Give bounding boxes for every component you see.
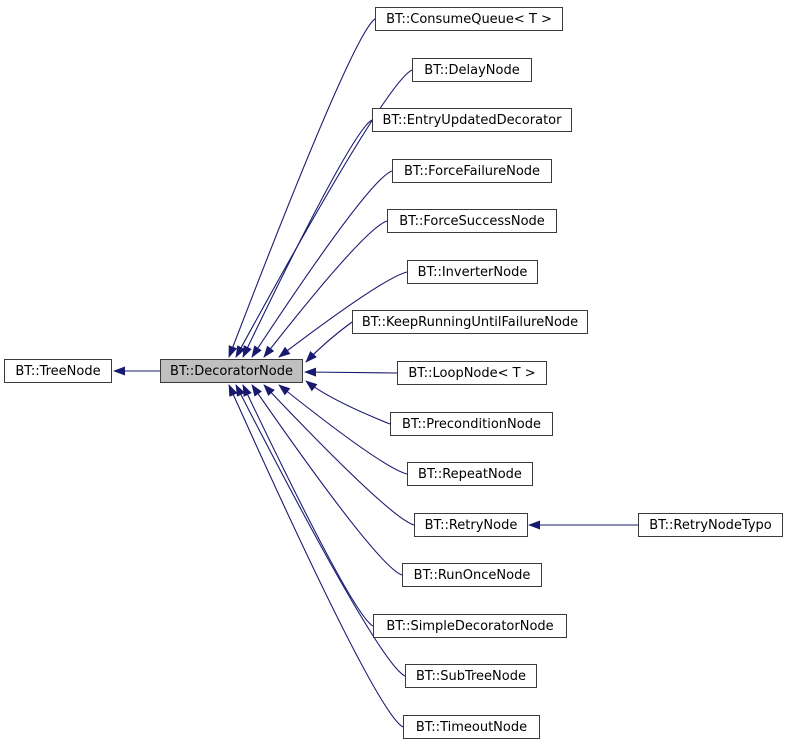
edge-delaynode-to-decoratornode [235,69,413,358]
node-bt-delaynode[interactable]: BT::DelayNode [412,58,532,82]
node-bt-subtreenode[interactable]: BT::SubTreeNode [405,664,537,688]
edge-repeatnode-to-decoratornode [278,384,408,475]
edge-loopnode-to-decoratornode [304,367,398,377]
edge-consumequeue-to-decoratornode [228,18,376,358]
edge-subtreenode-to-decoratornode [235,384,406,677]
node-bt-forcefailurenode[interactable]: BT::ForceFailureNode [392,159,552,183]
edge-preconditionnode-to-decoratornode [305,380,391,425]
edge-forcefailurenode-to-decoratornode [251,170,393,358]
edge-runoncenode-to-decoratornode [251,384,403,576]
edge-inverternode-to-decoratornode [278,271,408,358]
edge-retrynode-to-decoratornode [263,384,415,526]
edge-forcesuccessnode-to-decoratornode [263,220,388,358]
node-bt-timeoutnode[interactable]: BT::TimeoutNode [403,715,540,739]
node-bt-retrynodetypo[interactable]: BT::RetryNodeTypo [638,513,783,537]
node-bt-inverternode[interactable]: BT::InverterNode [407,260,538,284]
node-bt-preconditionnode[interactable]: BT::PreconditionNode [390,412,553,436]
node-bt-keeprunninguntilfailurenode[interactable]: BT::KeepRunningUntilFailureNode [352,310,588,334]
node-bt-retrynode[interactable]: BT::RetryNode [414,513,528,537]
node-bt-runoncenode[interactable]: BT::RunOnceNode [402,563,542,587]
edge-timeoutnode-to-decoratornode [228,384,404,728]
node-bt-forcesuccessnode[interactable]: BT::ForceSuccessNode [387,209,557,233]
edge-entryupdateddecorator-to-decoratornode [242,119,373,358]
node-bt-entryupdateddecorator[interactable]: BT::EntryUpdatedDecorator [372,108,572,132]
edge-keeprunninguntilfailurenode-to-decoratornode [305,321,353,363]
node-bt-loopnode[interactable]: BT::LoopNode< T > [397,361,547,385]
node-bt-treenode[interactable]: BT::TreeNode [4,359,112,383]
node-bt-simpledecoratornode[interactable]: BT::SimpleDecoratorNode [373,614,567,638]
node-bt-repeatnode[interactable]: BT::RepeatNode [407,462,533,486]
node-bt-consumequeue[interactable]: BT::ConsumeQueue< T > [375,7,563,31]
edge-simpledecoratornode-to-decoratornode [242,384,374,627]
node-bt-decoratornode: BT::DecoratorNode [160,359,303,383]
